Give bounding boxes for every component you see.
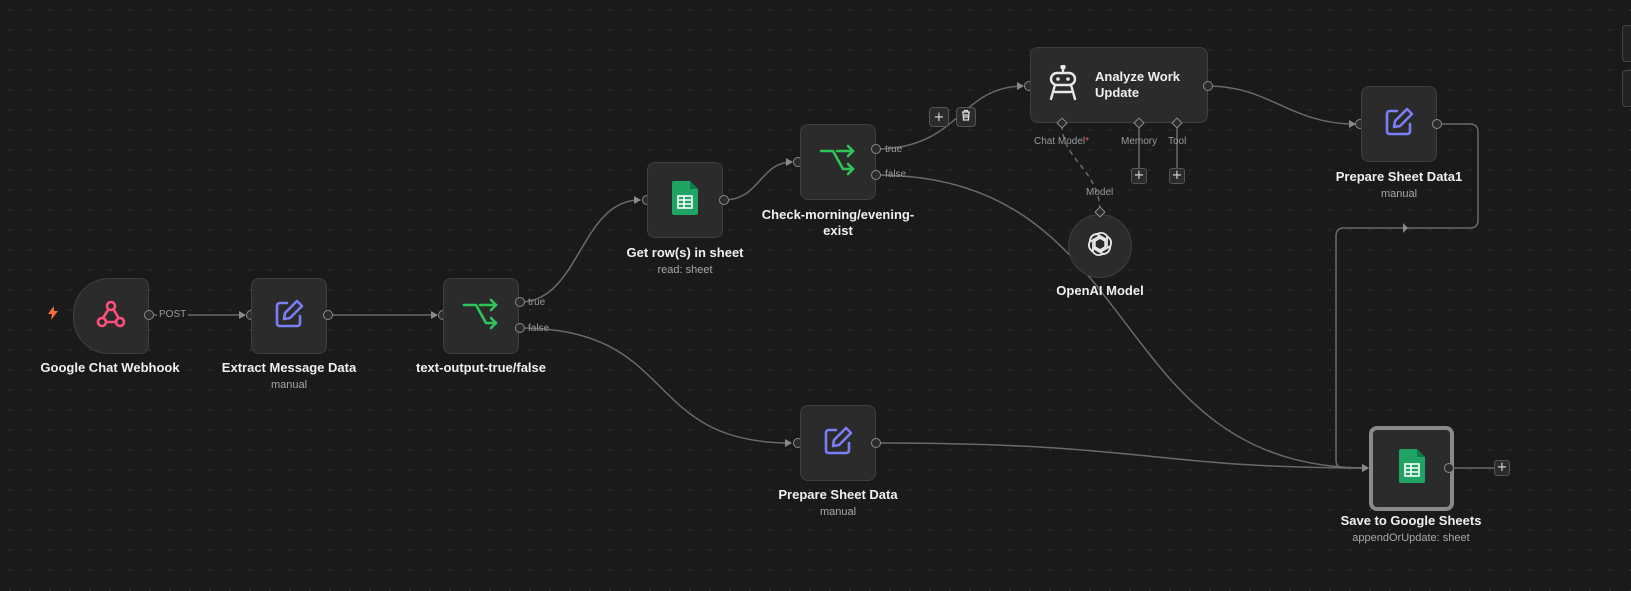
node-title-openai: OpenAI Model: [1056, 283, 1144, 298]
textoutput-false-port[interactable]: [515, 323, 525, 333]
check-false-port[interactable]: [871, 170, 881, 180]
node-title-analyze: Analyze Work Update: [1095, 69, 1181, 100]
side-panel-tab-top[interactable]: [1622, 25, 1631, 62]
edit-icon: [272, 297, 306, 336]
node-save-to-google-sheets[interactable]: [1369, 426, 1454, 511]
branch-icon: [819, 143, 857, 182]
required-marker: *: [1085, 136, 1090, 147]
plus-icon: +: [1171, 168, 1183, 183]
memory-label: Memory: [1121, 136, 1158, 147]
node-title-prepare: Prepare Sheet Data: [778, 487, 898, 502]
plus-icon: +: [933, 109, 945, 125]
check-false-label: false: [885, 169, 907, 180]
prepare1-output-port[interactable]: [1432, 119, 1442, 129]
add-next-node-button[interactable]: +: [1494, 460, 1510, 476]
google-sheets-icon: [672, 180, 698, 220]
node-subtitle-prepare: manual: [819, 506, 857, 518]
node-title-textoutput: text-output-true/false: [416, 360, 546, 375]
analyze-output-port[interactable]: [1203, 81, 1213, 91]
add-memory-button[interactable]: +: [1131, 168, 1147, 184]
plus-icon: +: [1496, 460, 1508, 475]
branch-icon: [462, 297, 500, 336]
check-true-port[interactable]: [871, 144, 881, 154]
node-text-output-true-false[interactable]: [443, 278, 519, 354]
node-title-webhook: Google Chat Webhook: [40, 360, 180, 375]
node-title-prepare1: Prepare Sheet Data1: [1335, 169, 1463, 184]
node-subtitle-extract: manual: [270, 379, 308, 391]
node-extract-message-data[interactable]: [251, 278, 327, 354]
tool-label: Tool: [1168, 136, 1187, 147]
getrows-output-port[interactable]: [719, 195, 729, 205]
webhook-icon: [94, 297, 128, 336]
plus-icon: +: [1133, 168, 1145, 183]
node-title-getrows: Get row(s) in sheet: [626, 245, 744, 260]
webhook-output-port[interactable]: [144, 310, 154, 320]
edge-label-post: POST: [157, 309, 189, 320]
add-tool-button[interactable]: +: [1169, 168, 1185, 184]
textoutput-false-label: false: [528, 323, 550, 334]
node-subtitle-prepare1: manual: [1380, 188, 1418, 200]
edge-add-node-button[interactable]: +: [929, 107, 949, 127]
extract-output-port[interactable]: [323, 310, 333, 320]
edge-check-true-analyze: [875, 82, 1024, 150]
prepare-output-port[interactable]: [871, 438, 881, 448]
node-subtitle-save: appendOrUpdate: sheet: [1352, 532, 1470, 544]
chat-model-label: Chat Model*: [1034, 136, 1090, 147]
node-google-chat-webhook[interactable]: [73, 278, 149, 354]
node-title-check: Check-morning/evening-exist: [761, 207, 915, 238]
textoutput-true-port[interactable]: [515, 297, 525, 307]
google-sheets-icon: [1398, 449, 1425, 488]
node-prepare-sheet-data1[interactable]: [1361, 86, 1437, 162]
edge-arrow-marker-mid: [1403, 223, 1408, 233]
node-analyze-work-update[interactable]: Analyze Work Update: [1030, 47, 1208, 123]
check-true-label: true: [885, 144, 903, 155]
node-subtitle-getrows: read: sheet: [657, 264, 713, 276]
node-prepare-sheet-data[interactable]: [800, 405, 876, 481]
save-output-port[interactable]: [1444, 463, 1454, 473]
node-title-extract: Extract Message Data: [221, 360, 357, 375]
openai-icon: [1086, 230, 1114, 263]
edit-icon: [1382, 105, 1416, 144]
edge-getrows-check: [723, 158, 793, 201]
edge-textoutput-false-prepare: [519, 327, 792, 447]
node-openai-model[interactable]: [1068, 214, 1132, 278]
trigger-bolt-icon: [47, 306, 59, 323]
edge-prepare-save: [875, 442, 1369, 472]
trash-icon: [961, 109, 971, 125]
model-label: Model: [1086, 187, 1114, 198]
edit-icon: [821, 424, 855, 463]
edge-analyze-prepare1: [1207, 85, 1356, 128]
robot-icon: [1045, 63, 1081, 106]
textoutput-true-label: true: [528, 297, 546, 308]
edge-check-false-save: [875, 174, 1369, 472]
edge-delete-button[interactable]: [956, 107, 976, 127]
node-check-morning-evening-exist[interactable]: [800, 124, 876, 200]
node-get-rows-in-sheet[interactable]: [647, 162, 723, 238]
node-title-save: Save to Google Sheets: [1340, 513, 1482, 528]
side-panel-tab-bottom[interactable]: [1622, 70, 1631, 107]
